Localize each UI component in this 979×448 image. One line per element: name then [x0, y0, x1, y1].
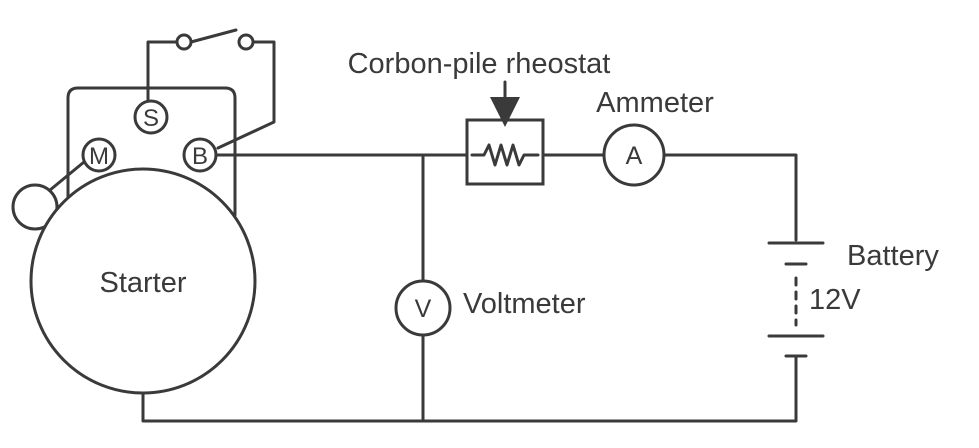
terminal-m-label: M — [89, 143, 109, 170]
voltmeter: V Voltmeter — [394, 279, 586, 337]
starter-motor: Starter — [29, 167, 257, 395]
terminal-s: S — [133, 99, 169, 135]
terminal-m: M — [81, 137, 117, 173]
terminal-b: B — [182, 137, 218, 173]
battery-voltage-label: 12V — [809, 284, 861, 316]
circuit-wiring — [141, 153, 798, 423]
remote-switch — [146, 28, 276, 150]
carbon-pile-rheostat: Corbon-pile rheostat — [348, 48, 611, 186]
solenoid-housing — [66, 86, 237, 222]
battery: Battery 12V — [767, 240, 939, 358]
ammeter-symbol: A — [626, 142, 643, 170]
voltmeter-label: Voltmeter — [463, 288, 586, 320]
ammeter-label: Ammeter — [596, 87, 714, 119]
terminal-b-label: B — [192, 143, 208, 170]
starter-label: Starter — [99, 267, 186, 299]
battery-label: Battery — [847, 240, 939, 272]
rheostat-label: Corbon-pile rheostat — [348, 48, 611, 80]
ammeter: A Ammeter — [596, 87, 714, 187]
terminal-s-label: S — [143, 105, 159, 132]
voltmeter-symbol: V — [415, 295, 432, 323]
